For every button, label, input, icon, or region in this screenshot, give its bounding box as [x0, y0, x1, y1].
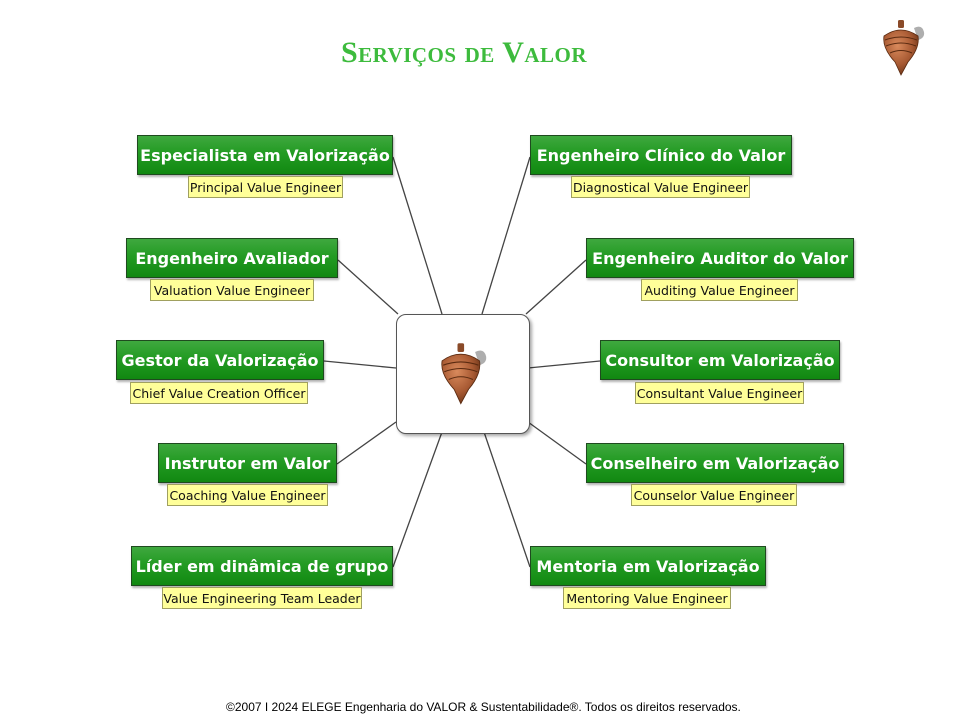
central-topic-box	[396, 314, 530, 434]
node-title: Engenheiro Auditor do Valor	[586, 238, 854, 278]
link-avaliador	[337, 259, 399, 315]
node-title: Líder em dinâmica de grupo	[131, 546, 393, 586]
link-auditor	[525, 259, 587, 315]
node-subtitle: Counselor Value Engineer	[631, 484, 797, 506]
link-conselheiro	[527, 421, 587, 465]
link-clinico	[481, 156, 531, 315]
link-gestor	[323, 360, 397, 369]
spinning-top-logo-icon	[878, 18, 928, 78]
node-subtitle: Mentoring Value Engineer	[563, 587, 731, 609]
node-title: Conselheiro em Valorização	[586, 443, 844, 483]
node-subtitle: Chief Value Creation Officer	[130, 382, 308, 404]
spinning-top-icon	[441, 343, 487, 405]
link-lider	[392, 431, 443, 568]
node-subtitle: Coaching Value Engineer	[167, 484, 328, 506]
node-title: Engenheiro Avaliador	[126, 238, 338, 278]
node-subtitle: Principal Value Engineer	[188, 176, 343, 198]
node-subtitle: Diagnostical Value Engineer	[571, 176, 750, 198]
node-title: Instrutor em Valor	[158, 443, 337, 483]
node-title: Mentoria em Valorização	[530, 546, 766, 586]
page-title: Serviços de Valor	[340, 36, 588, 69]
node-title: Gestor da Valorização	[116, 340, 324, 380]
node-subtitle: Value Engineering Team Leader	[162, 587, 362, 609]
node-title: Engenheiro Clínico do Valor	[530, 135, 792, 175]
link-consultor	[527, 360, 601, 369]
node-title: Especialista em Valorização	[137, 135, 393, 175]
link-especialista	[392, 156, 443, 315]
node-subtitle: Consultant Value Engineer	[635, 382, 804, 404]
node-title: Consultor em Valorização	[600, 340, 840, 380]
link-instrutor	[336, 421, 397, 465]
copyright-footer: ©2007 I 2024 ELEGE Engenharia do VALOR &…	[226, 700, 741, 714]
node-subtitle: Auditing Value Engineer	[641, 279, 798, 301]
link-mentoria	[483, 431, 531, 568]
node-subtitle: Valuation Value Engineer	[150, 279, 314, 301]
